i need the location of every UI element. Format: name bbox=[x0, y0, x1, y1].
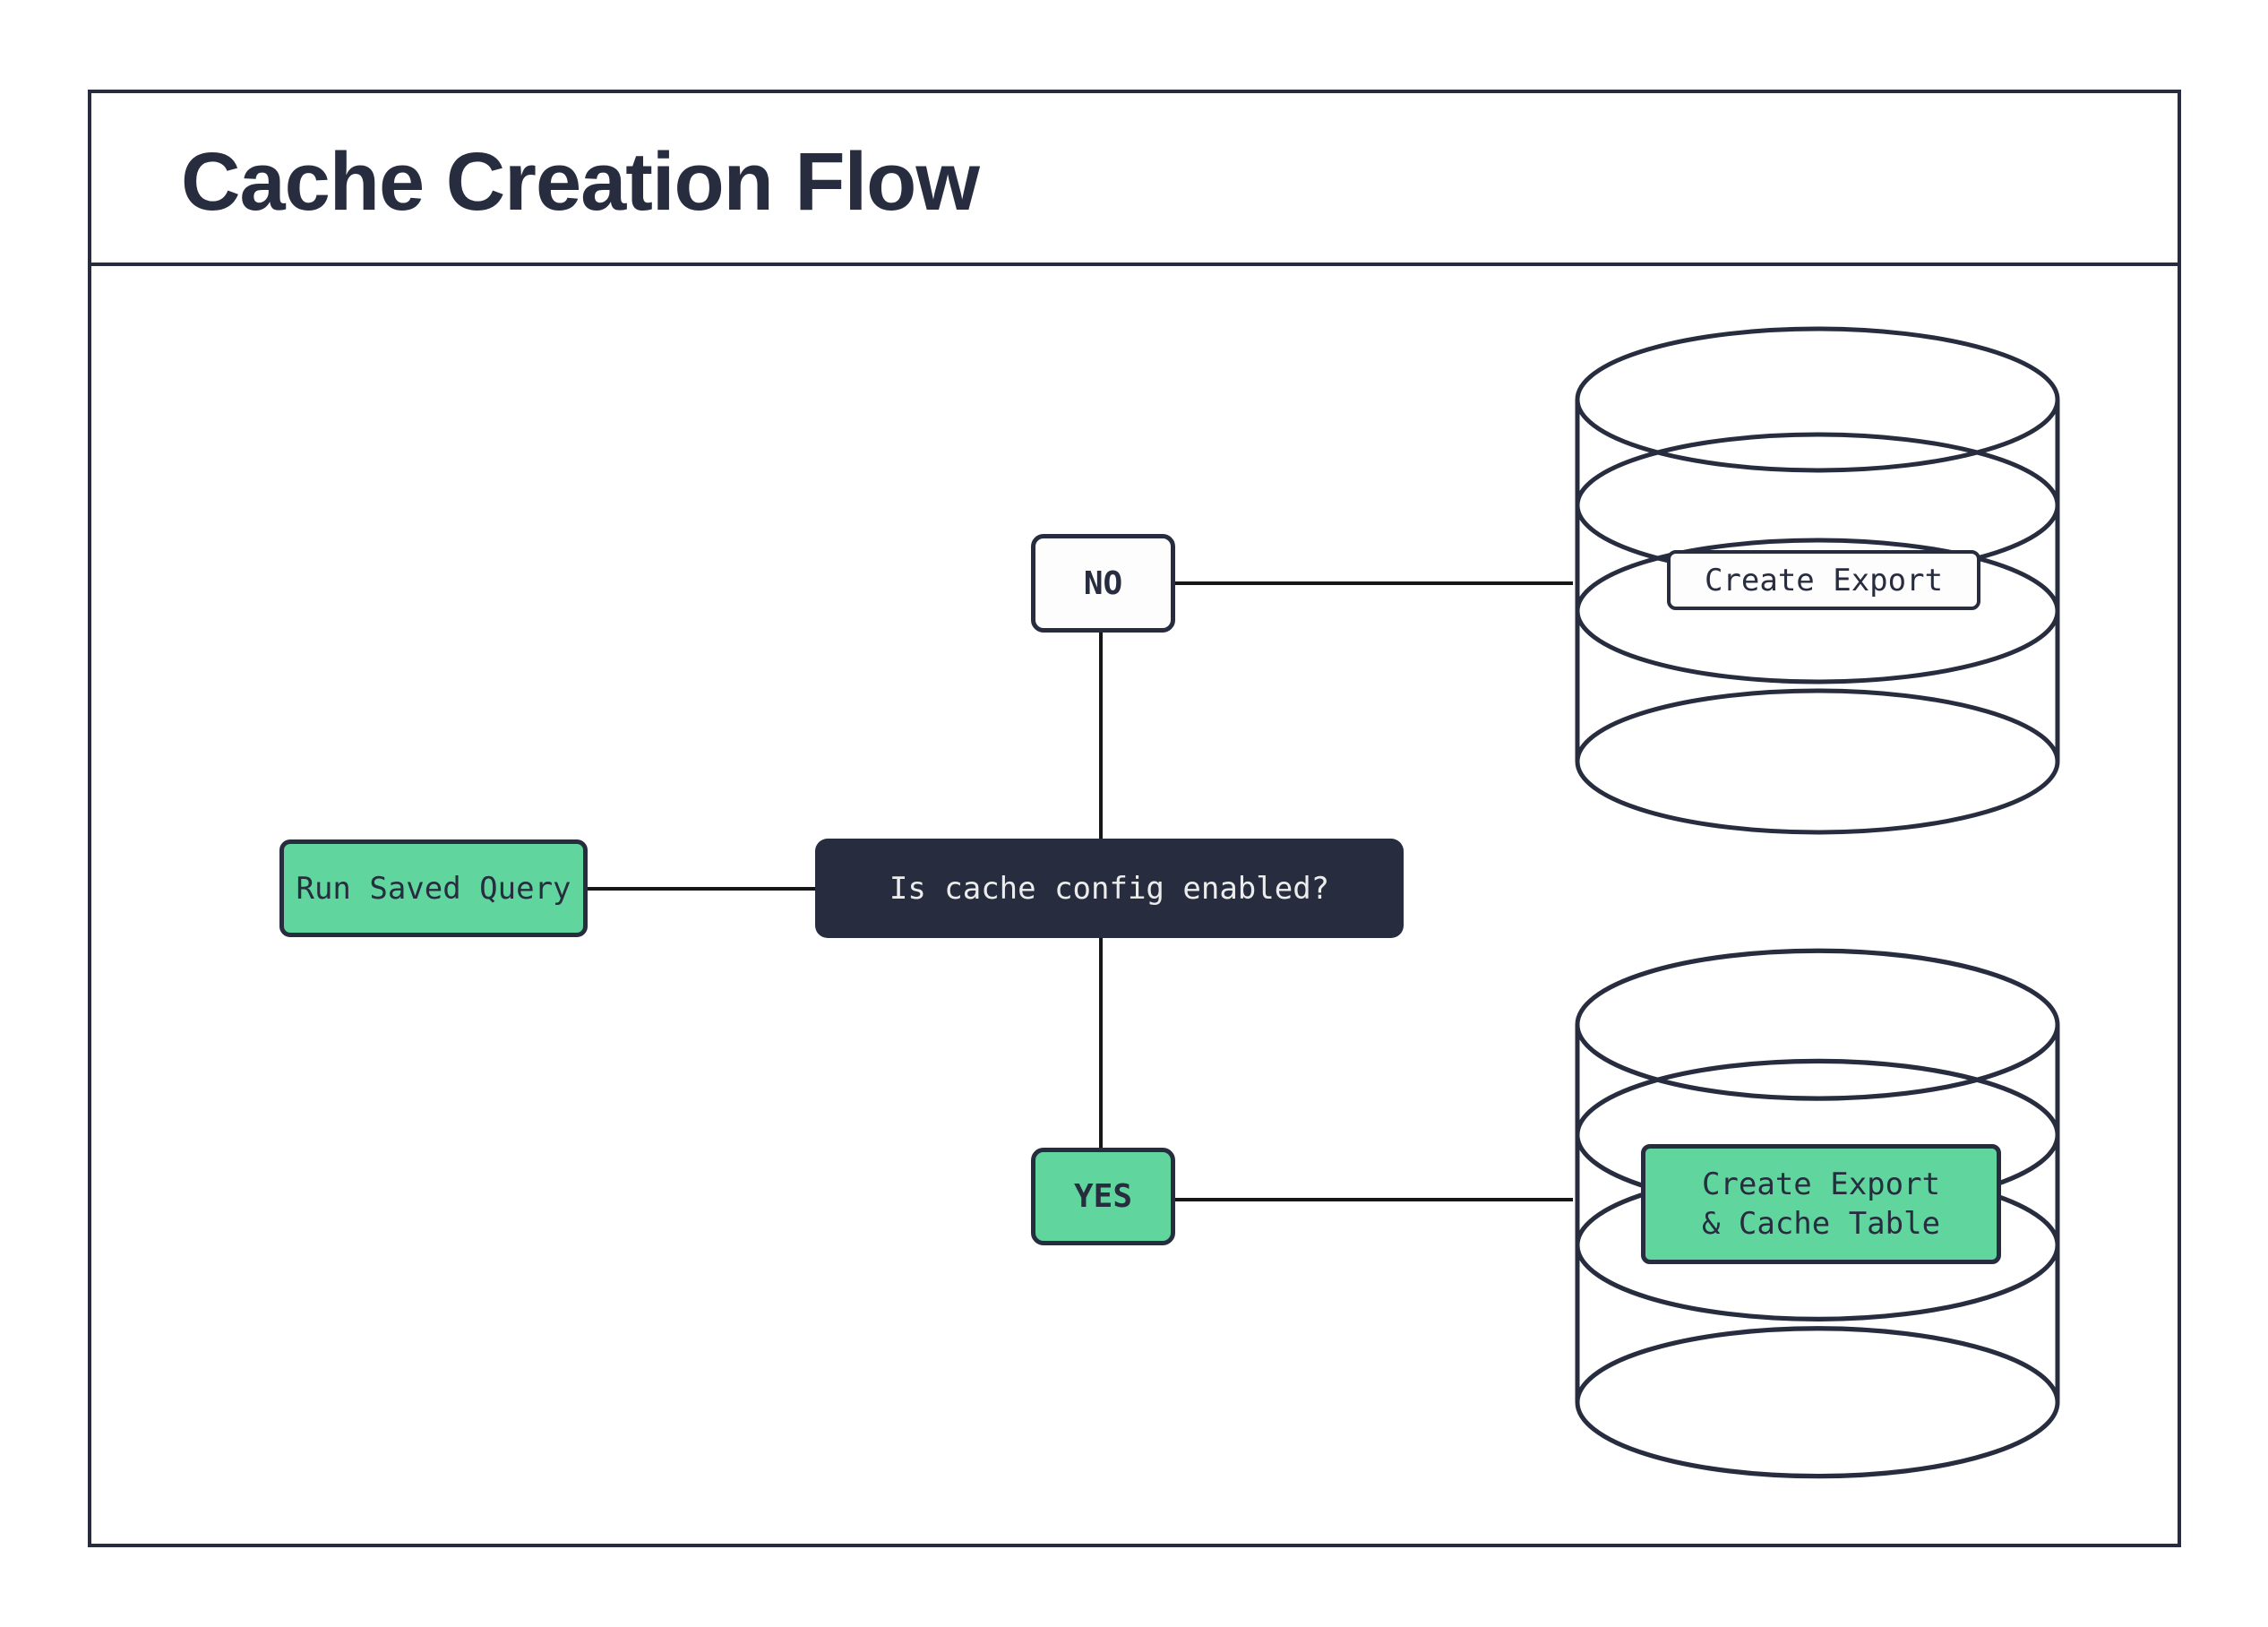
connector-no-to-decision bbox=[1099, 633, 1103, 839]
cache-config-decision-node: Is cache config enabled? bbox=[815, 839, 1404, 938]
create-export-cache-line1: Create Export bbox=[1701, 1166, 1941, 1202]
title-bar: Cache Creation Flow bbox=[91, 93, 2178, 266]
connector-no-to-database bbox=[1175, 581, 1573, 585]
branch-yes-label: YES bbox=[1073, 1178, 1133, 1215]
cache-config-decision-label: Is cache config enabled? bbox=[889, 870, 1330, 907]
branch-no-label: NO bbox=[1083, 564, 1123, 602]
export-database bbox=[1573, 324, 2062, 839]
branch-yes-node: YES bbox=[1031, 1148, 1175, 1245]
branch-no-node: NO bbox=[1031, 534, 1175, 633]
create-export-label: Create Export bbox=[1704, 562, 1944, 598]
database-icon bbox=[1575, 326, 2060, 835]
connector-decision-to-yes bbox=[1099, 938, 1103, 1148]
connector-yes-to-database bbox=[1175, 1198, 1573, 1201]
create-export-cache-table-node: Create Export & Cache Table bbox=[1641, 1144, 2001, 1264]
connector-start-to-decision bbox=[588, 887, 815, 891]
page-title: Cache Creation Flow bbox=[181, 136, 980, 228]
create-export-cache-line2: & Cache Table bbox=[1701, 1206, 1941, 1242]
flowchart-canvas: Run Saved Query Is cache config enabled?… bbox=[91, 270, 2178, 1547]
run-saved-query-node: Run Saved Query bbox=[279, 839, 588, 937]
diagram-frame: Cache Creation Flow bbox=[88, 90, 2181, 1547]
run-saved-query-label: Run Saved Query bbox=[296, 870, 571, 907]
create-export-node: Create Export bbox=[1667, 550, 1980, 610]
